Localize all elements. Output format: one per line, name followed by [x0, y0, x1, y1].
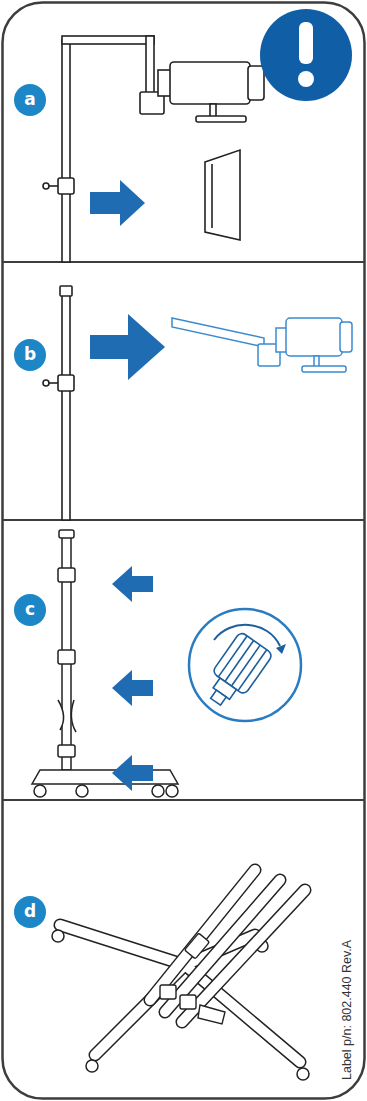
part-number-label: Label p/n: 802.440 Rev.A: [340, 940, 354, 1080]
card-border: [3, 3, 365, 1099]
panel-divider: [3, 261, 365, 263]
step-badge: d: [14, 896, 46, 928]
rolling-stand: [32, 530, 178, 797]
panel-divider: [3, 519, 365, 521]
direction-arrow: [112, 670, 153, 706]
step-badge: c: [14, 594, 46, 626]
step-badge: a: [14, 84, 46, 116]
direction-arrow: [112, 566, 153, 602]
panel-divider: [3, 799, 365, 801]
direction-arrow: [112, 755, 153, 791]
filter-plate: [205, 150, 240, 240]
knob-detail: [189, 609, 301, 721]
folded-stand: [52, 870, 309, 1080]
step-letter: a: [24, 91, 35, 108]
step-letter: d: [24, 903, 36, 920]
warning-icon: [260, 9, 352, 101]
lamp-on-pole: [43, 36, 264, 262]
step-letter: c: [25, 601, 35, 618]
step-badge: b: [14, 339, 46, 371]
bare-pole: [43, 286, 74, 520]
step-letter: b: [24, 346, 36, 363]
removed-lamp-arm: [172, 318, 352, 372]
direction-arrow: [90, 180, 145, 226]
direction-arrow: [90, 314, 165, 380]
